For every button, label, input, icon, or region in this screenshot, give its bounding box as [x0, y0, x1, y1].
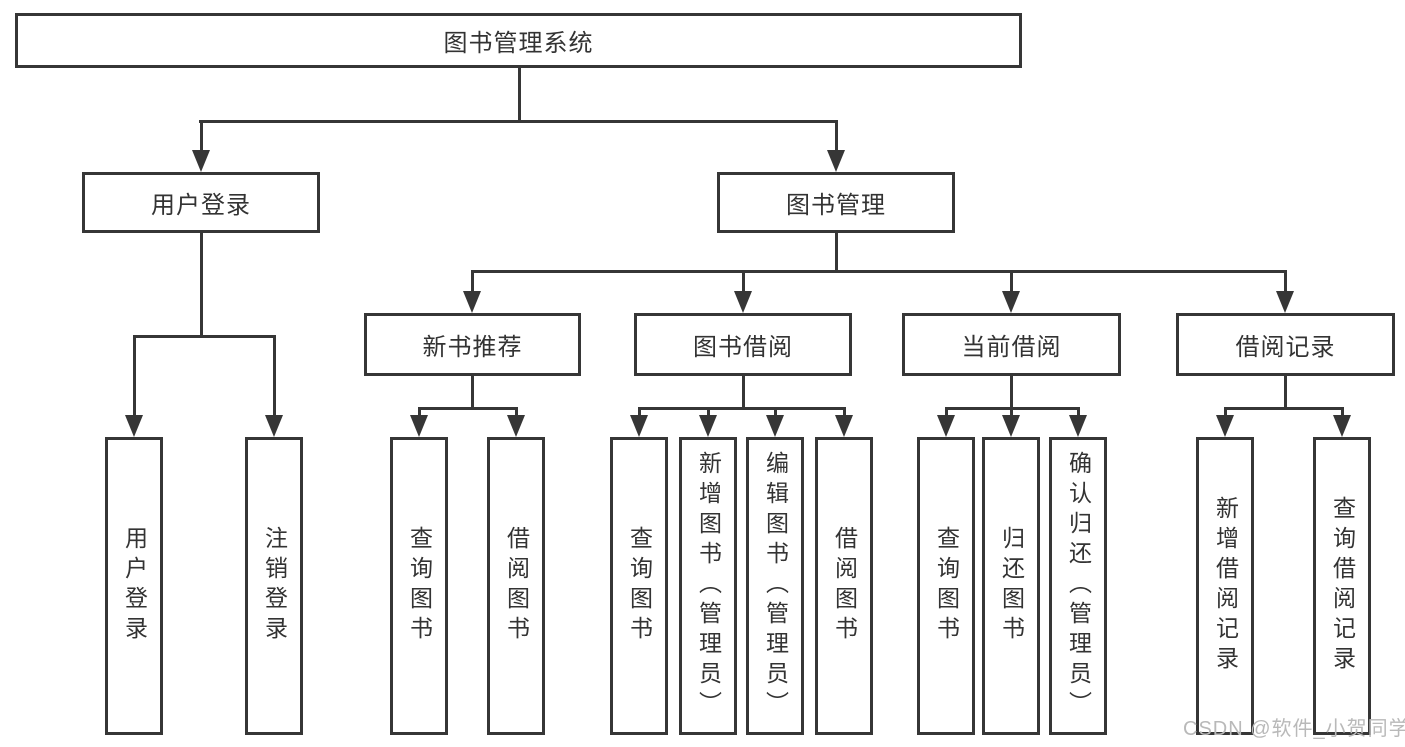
- arrow-down-icon: [766, 415, 784, 437]
- arrow-down-icon: [827, 150, 845, 172]
- connector-to-level3: [1284, 270, 1287, 294]
- connector-to-leaf: [638, 407, 641, 417]
- connector-to-leaf: [1224, 407, 1227, 417]
- csdn-watermark: CSDN @软件_小贺同学: [1183, 718, 1405, 740]
- connector-to-leaf: [945, 407, 948, 417]
- leaf-add-borrow-record: 新增借阅记录: [1196, 437, 1254, 735]
- leaf-label: 借阅图书: [503, 526, 530, 646]
- leaf-user-login: 用户登录: [105, 437, 163, 735]
- connector-to-user-login: [200, 120, 203, 153]
- arrow-down-icon: [1216, 415, 1234, 437]
- connector-book-management-trunk: [835, 233, 838, 273]
- connector-level1-splitter: [199, 120, 838, 123]
- connector-to-book-management: [835, 120, 838, 153]
- arrow-down-icon: [1276, 291, 1294, 313]
- arrow-down-icon: [734, 291, 752, 313]
- connector-groupC-trunk: [1010, 376, 1013, 409]
- connector-to-level3: [1010, 270, 1013, 294]
- leaf-label: 查询图书: [933, 526, 960, 646]
- arrow-down-icon: [699, 415, 717, 437]
- connector-groupB-trunk: [742, 376, 745, 409]
- leaf-label: 查询图书: [406, 526, 433, 646]
- node-book-management: 图书管理: [717, 172, 955, 233]
- leaf-borrow-books-recommend: 借阅图书: [487, 437, 545, 735]
- leaf-label: 新增图书（管理员）: [695, 451, 722, 721]
- arrow-down-icon: [1333, 415, 1351, 437]
- connector-to-leaf: [1010, 407, 1013, 417]
- connector-groupA-splitter: [418, 407, 518, 410]
- node-current-borrowing-label: 当前借阅: [961, 334, 1062, 361]
- arrow-down-icon: [630, 415, 648, 437]
- leaf-edit-books-admin: 编辑图书（管理员）: [746, 437, 804, 735]
- node-root: 图书管理系统: [15, 13, 1022, 68]
- leaf-label: 编辑图书（管理员）: [762, 451, 789, 721]
- leaf-label: 注销登录: [261, 526, 288, 646]
- connector-to-level3: [742, 270, 745, 294]
- connector-groupA-trunk: [471, 376, 474, 409]
- leaf-query-books-recommend: 查询图书: [390, 437, 448, 735]
- connector-user-login-trunk: [200, 233, 203, 337]
- connector-groupD-trunk: [1284, 376, 1287, 409]
- node-user-login-label: 用户登录: [151, 192, 251, 219]
- connector-to-leaf: [418, 407, 421, 417]
- connector-to-leaf: [133, 335, 136, 418]
- leaf-label: 确认归还（管理员）: [1065, 451, 1092, 721]
- node-borrowing-records-label: 借阅记录: [1235, 334, 1336, 361]
- arrow-down-icon: [1002, 415, 1020, 437]
- arrow-down-icon: [835, 415, 853, 437]
- connector-groupB-splitter: [638, 407, 846, 410]
- connector-to-leaf: [843, 407, 846, 417]
- arrow-down-icon: [125, 415, 143, 437]
- leaf-query-books-borrowing: 查询图书: [610, 437, 668, 735]
- node-borrowing-records: 借阅记录: [1176, 313, 1395, 376]
- leaf-borrow-books-borrowing: 借阅图书: [815, 437, 873, 735]
- connector-groupD-splitter: [1224, 407, 1343, 410]
- connector-to-level3: [471, 270, 474, 294]
- connector-to-leaf: [273, 335, 276, 418]
- arrow-down-icon: [192, 150, 210, 172]
- arrow-down-icon: [937, 415, 955, 437]
- connector-to-leaf: [1077, 407, 1080, 417]
- leaf-query-borrow-record: 查询借阅记录: [1313, 437, 1371, 735]
- connector-user-login-splitter: [133, 335, 276, 338]
- arrow-down-icon: [1069, 415, 1087, 437]
- leaf-confirm-return-admin: 确认归还（管理员）: [1049, 437, 1107, 735]
- leaf-label: 查询图书: [626, 526, 653, 646]
- connector-to-leaf: [707, 407, 710, 417]
- node-root-label: 图书管理系统: [443, 30, 594, 57]
- connector-to-leaf: [774, 407, 777, 417]
- node-user-login: 用户登录: [82, 172, 320, 233]
- connector-to-leaf: [515, 407, 518, 417]
- arrow-down-icon: [507, 415, 525, 437]
- arrow-down-icon: [410, 415, 428, 437]
- leaf-label: 新增借阅记录: [1212, 496, 1239, 676]
- leaf-label: 借阅图书: [831, 526, 858, 646]
- node-book-management-label: 图书管理: [786, 192, 886, 219]
- leaf-label: 用户登录: [121, 526, 148, 646]
- leaf-add-books-admin: 新增图书（管理员）: [679, 437, 737, 735]
- connector-level3-splitter: [471, 270, 1287, 273]
- leaf-label: 查询借阅记录: [1329, 496, 1356, 676]
- leaf-label: 归还图书: [998, 526, 1025, 646]
- connector-root-trunk: [518, 68, 521, 123]
- node-new-book-recommendation: 新书推荐: [364, 313, 581, 376]
- leaf-logout-login: 注销登录: [245, 437, 303, 735]
- node-current-borrowing: 当前借阅: [902, 313, 1121, 376]
- connector-to-leaf: [1341, 407, 1344, 417]
- node-book-borrowing-label: 图书借阅: [693, 334, 793, 361]
- node-book-borrowing: 图书借阅: [634, 313, 852, 376]
- arrow-down-icon: [463, 291, 481, 313]
- node-new-book-recommendation-label: 新书推荐: [422, 334, 523, 361]
- arrow-down-icon: [1002, 291, 1020, 313]
- leaf-query-books-current: 查询图书: [917, 437, 975, 735]
- leaf-return-books: 归还图书: [982, 437, 1040, 735]
- arrow-down-icon: [265, 415, 283, 437]
